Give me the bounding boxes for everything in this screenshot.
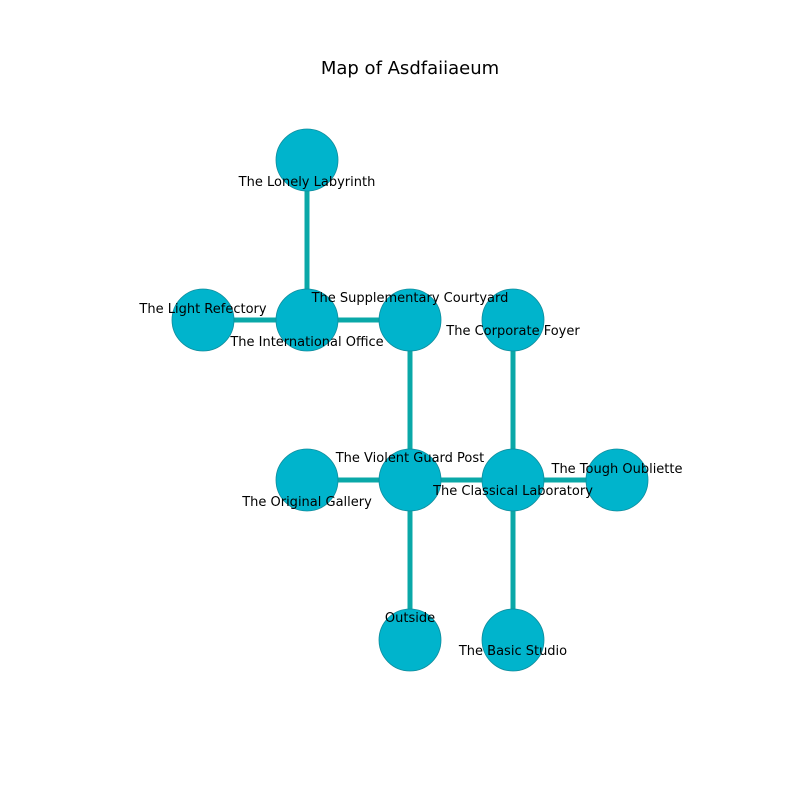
room-node-lonely_labyrinth — [275, 128, 339, 192]
room-label-lonely_labyrinth: The Lonely Labyrinth — [238, 175, 376, 190]
room-node-light_refectory — [171, 288, 235, 352]
room-node-international_office — [275, 288, 339, 352]
room-label-basic_studio: The Basic Studio — [458, 644, 567, 659]
room-node-violent_guard_post — [378, 448, 442, 512]
room-label-original_gallery: The Original Gallery — [241, 495, 372, 510]
room-label-supplementary_courtyard: The Supplementary Courtyard — [311, 291, 509, 306]
room-node-original_gallery — [275, 448, 339, 512]
room-label-international_office: The International Office — [229, 335, 383, 350]
room-label-outside: Outside — [385, 611, 435, 626]
rooms-layer — [171, 128, 649, 672]
room-label-tough_oubliette: The Tough Oubliette — [551, 462, 683, 477]
room-node-tough_oubliette — [585, 448, 649, 512]
room-node-supplementary_courtyard — [378, 288, 442, 352]
room-label-violent_guard_post: The Violent Guard Post — [335, 451, 485, 466]
room-label-light_refectory: The Light Refectory — [138, 302, 266, 317]
room-node-basic_studio — [481, 608, 545, 672]
map-title: Map of Asdfaiiaeum — [321, 58, 499, 79]
connections-layer — [203, 160, 617, 640]
room-node-classical_laboratory — [481, 448, 545, 512]
room-node-corporate_foyer — [481, 288, 545, 352]
room-label-corporate_foyer: The Corporate Foyer — [445, 324, 580, 339]
room-label-classical_laboratory: The Classical Laboratory — [432, 484, 593, 499]
room-node-outside — [378, 608, 442, 672]
